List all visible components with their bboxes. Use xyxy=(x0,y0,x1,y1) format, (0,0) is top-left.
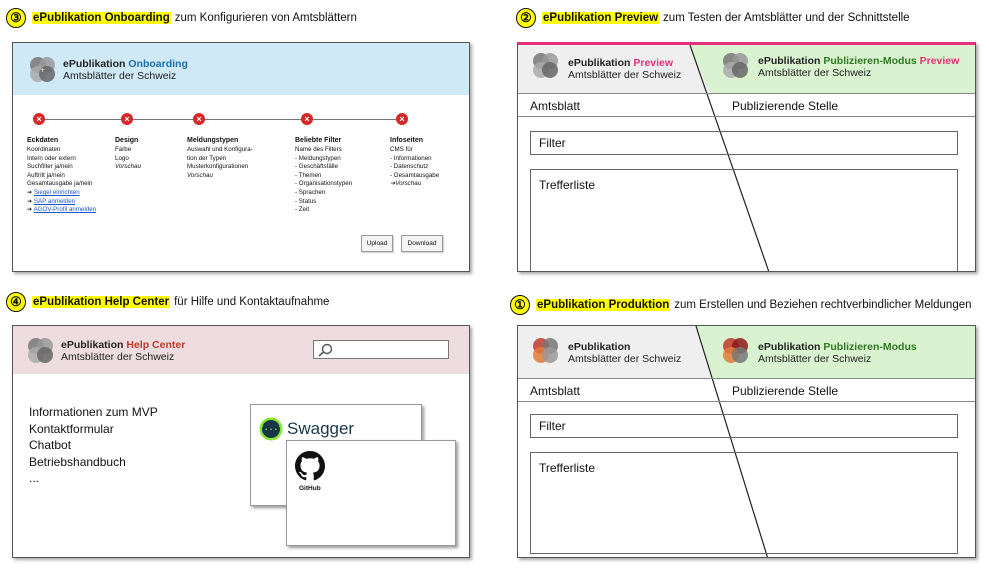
step-title: Infoseiten xyxy=(390,137,424,144)
help-brand: ePublikation Help Center Amtsblätter der… xyxy=(61,339,186,363)
link-sap[interactable]: SAP anmelden xyxy=(33,197,76,205)
swagger-label: Swagger xyxy=(287,419,355,438)
github-label: GitHub xyxy=(299,485,321,492)
arrow-icon: ➔ xyxy=(390,180,396,188)
number-badge: ② xyxy=(516,8,536,28)
epublikation-logo-icon xyxy=(28,338,53,363)
arrow-icon: ➔ xyxy=(27,206,33,214)
svg-text:+: + xyxy=(40,67,45,74)
link-agov[interactable]: AGOV-Profil anmelden xyxy=(33,206,97,214)
upload-button[interactable]: Upload xyxy=(361,235,393,252)
production-brand: ePublikation Amtsblätter der Schweiz xyxy=(568,341,682,365)
caption-text: zum Erstellen und Beziehen rechtverbindl… xyxy=(674,299,972,311)
caption-help: ④ ePublikation Help Center für Hilfe und… xyxy=(6,292,329,312)
tab-amtsblatt[interactable]: Amtsblatt xyxy=(530,384,581,398)
epublikation-logo-icon xyxy=(533,338,558,363)
tab-amtsblatt[interactable]: Amtsblatt xyxy=(530,99,581,113)
production-panel: ePublikation Amtsblätter der Schweiz ePu… xyxy=(517,325,976,558)
results-box: Trefferliste xyxy=(530,169,958,271)
caption-text: zum Testen der Amtsblätter und der Schni… xyxy=(663,12,910,24)
step-x-icon: × xyxy=(33,113,45,125)
onboarding-panel: + ePublikation Onboarding Amtsblätter de… xyxy=(12,42,470,272)
step-x-icon: × xyxy=(193,113,205,125)
caption-text: für Hilfe und Kontaktaufnahme xyxy=(174,296,330,308)
number-badge: ④ xyxy=(6,292,26,312)
caption-preview: ② ePublikation Preview zum Testen der Am… xyxy=(516,8,910,28)
production-publish-brand: ePublikation Publizieren-Modus Amtsblätt… xyxy=(758,341,917,365)
help-item-kontaktformular[interactable]: Kontaktformular xyxy=(29,421,114,436)
help-item-chatbot[interactable]: Chatbot xyxy=(29,438,72,452)
swagger-icon: {···} xyxy=(259,417,283,441)
step-title: Design xyxy=(115,137,139,144)
help-item-mvp[interactable]: Informationen zum MVP xyxy=(29,405,158,419)
search-icon xyxy=(318,343,333,357)
preview-split-lines xyxy=(518,45,975,271)
preview-publish-brand: ePublikation Publizieren-Modus Preview A… xyxy=(758,55,960,79)
github-icon xyxy=(295,451,325,481)
step-line xyxy=(33,119,397,120)
tab-publizierende-stelle[interactable]: Publizierende Stelle xyxy=(732,99,839,113)
tab-publizierende-stelle[interactable]: Publizierende Stelle xyxy=(732,384,839,398)
step-title: Beliebte Filter xyxy=(295,137,342,144)
help-item-betriebshandbuch[interactable]: Betriebshandbuch xyxy=(29,454,126,469)
production-split-lines xyxy=(518,326,975,557)
results-box: Trefferliste xyxy=(530,452,958,554)
epublikation-logo-icon xyxy=(723,53,748,78)
preview-panel: ePublikation Preview Amtsblätter der Sch… xyxy=(517,42,976,272)
svg-text:{···}: {···} xyxy=(259,425,283,434)
link-siegel[interactable]: Siegel einrichten xyxy=(33,188,80,196)
search-input[interactable] xyxy=(313,340,449,359)
production-tab-row: Amtsblatt Publizierende Stelle xyxy=(518,378,975,402)
preview-tab-row: Amtsblatt Publizierende Stelle xyxy=(518,93,975,117)
number-badge: ③ xyxy=(6,8,26,28)
epublikation-logo-icon xyxy=(533,53,558,78)
help-list: Informationen zum MVP Kontaktformular Ch… xyxy=(29,404,158,487)
caption-production: ① ePublikation Produktion zum Erstellen … xyxy=(510,295,989,315)
epublikation-logo-icon: + xyxy=(30,57,55,82)
caption-highlight: ePublikation Help Center xyxy=(32,296,171,308)
onboarding-header xyxy=(13,43,469,95)
arrow-icon: ➔ xyxy=(27,197,33,205)
caption-highlight: ePublikation Preview xyxy=(542,12,660,24)
step-title: Meldungstypen xyxy=(187,137,239,144)
caption-highlight: ePublikation Onboarding xyxy=(32,12,171,24)
help-panel: ePublikation Help Center Amtsblätter der… xyxy=(12,325,470,558)
epublikation-logo-icon xyxy=(723,338,748,363)
preview-brand: ePublikation Preview Amtsblätter der Sch… xyxy=(568,57,682,81)
download-button[interactable]: Download xyxy=(401,235,443,252)
caption-highlight: ePublikation Produktion xyxy=(536,299,671,311)
number-badge: ① xyxy=(510,295,530,315)
github-card[interactable]: GitHub xyxy=(286,440,456,546)
filter-box[interactable]: Filter xyxy=(530,414,958,438)
caption-text: zum Konfigurieren von Amtsblättern xyxy=(174,12,357,24)
step-x-icon: × xyxy=(121,113,133,125)
filter-box[interactable]: Filter xyxy=(530,131,958,155)
step-x-icon: × xyxy=(301,113,313,125)
step-x-icon: × xyxy=(396,113,408,125)
step-title: Eckdaten xyxy=(27,137,59,144)
help-item-more: ... xyxy=(29,471,40,485)
arrow-icon: ➔ xyxy=(27,188,33,196)
caption-onboarding: ③ ePublikation Onboarding zum Konfigurie… xyxy=(6,8,357,28)
onboarding-brand: ePublikation Onboarding Amtsblätter der … xyxy=(63,58,188,82)
